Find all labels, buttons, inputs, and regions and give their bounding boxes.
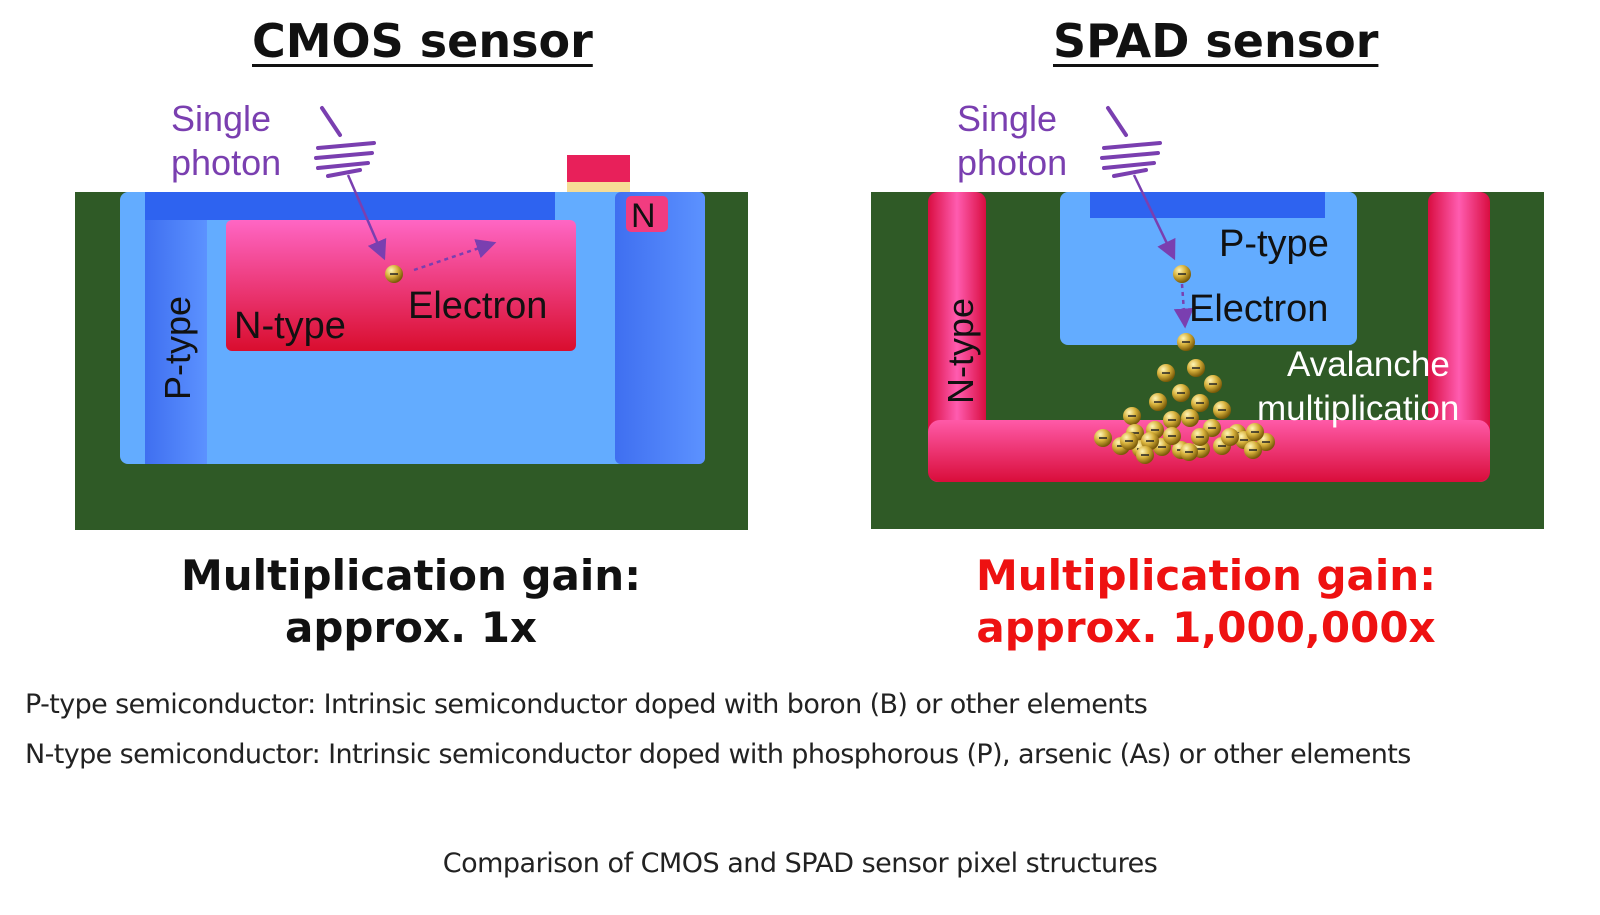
- cmos-gate: [567, 155, 630, 182]
- cmos-diagram: Single photon P-type N-type Electron N: [75, 98, 748, 530]
- cmos-photon-arrow: [346, 174, 387, 261]
- cmos-n-type-label: N-type: [234, 305, 346, 347]
- spad-top-strip: [1090, 192, 1325, 218]
- spad-p-type-label: P-type: [1219, 223, 1329, 265]
- spad-electron-label: Electron: [1189, 288, 1328, 330]
- cmos-n-contact: [626, 196, 668, 232]
- spad-electron-path: [1173, 283, 1194, 329]
- spad-n-type-right-column: [1428, 192, 1490, 482]
- spad-gain: Multiplication gain: approx. 1,000,000x: [856, 550, 1556, 654]
- cmos-electron-label: Electron: [408, 285, 547, 327]
- p-type-note: P-type semiconductor: Intrinsic semicond…: [25, 689, 1148, 720]
- spad-n-type-label: N-type: [940, 298, 981, 404]
- cmos-electron-path: [413, 239, 497, 272]
- spad-photon-wave-icon: [1100, 106, 1162, 178]
- cmos-top-strip: [145, 192, 555, 220]
- spad-p-type-region: [1060, 192, 1357, 345]
- cmos-p-type-label: P-type: [157, 296, 198, 400]
- cmos-photon-label-2: photon: [171, 142, 281, 183]
- spad-avalanche-electrons: [1094, 265, 1275, 464]
- spad-photon-arrow: [1132, 174, 1176, 261]
- cmos-p-type-column: [145, 220, 207, 464]
- spad-title: SPAD sensor: [1053, 14, 1379, 68]
- spad-photon-label-1: Single: [957, 98, 1057, 139]
- spad-gain-line-1: Multiplication gain:: [975, 551, 1436, 600]
- spad-photon-label-2: photon: [957, 142, 1067, 183]
- spad-n-type-left-column: [928, 192, 986, 482]
- cmos-photon-label-1: Single: [171, 98, 271, 139]
- cmos-n-label: N: [631, 197, 656, 235]
- spad-avalanche-label-2: multiplication: [1257, 389, 1459, 428]
- n-type-note: N-type semiconductor: Intrinsic semicond…: [25, 739, 1411, 770]
- spad-avalanche-label-1: Avalanche: [1287, 345, 1450, 384]
- cmos-gain-line-2: approx. 1x: [284, 603, 538, 652]
- cmos-title: CMOS sensor: [252, 14, 593, 68]
- spad-gain-line-2: approx. 1,000,000x: [976, 603, 1436, 652]
- cmos-right-column: [615, 192, 705, 464]
- cmos-gate-base: [567, 182, 630, 192]
- spad-diagram: Single photon N-type P-type Electron Ava…: [871, 98, 1544, 529]
- figure-caption: Comparison of CMOS and SPAD sensor pixel…: [442, 848, 1158, 879]
- cmos-gain: Multiplication gain: approx. 1x: [61, 550, 761, 654]
- cmos-photon-wave-icon: [314, 106, 376, 178]
- cmos-gain-line-1: Multiplication gain:: [180, 551, 641, 600]
